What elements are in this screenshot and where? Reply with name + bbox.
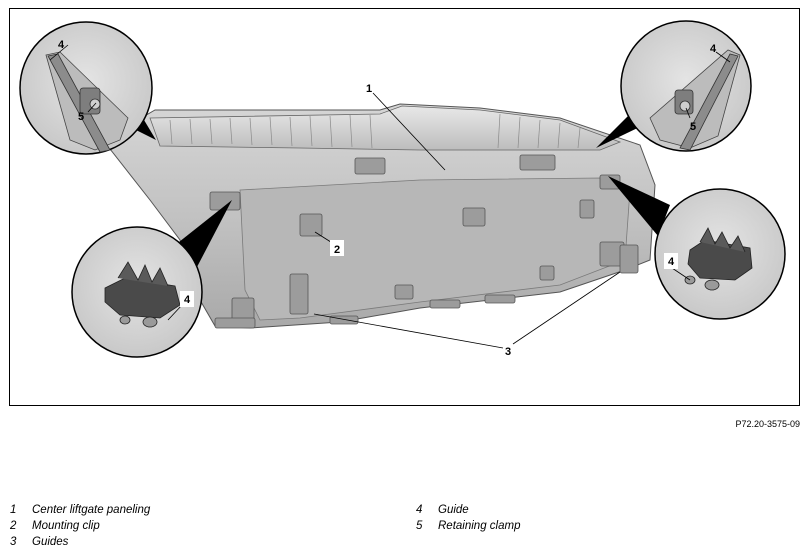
legend-left: 1 Center liftgate paneling 2 Mounting clip… <box>10 502 150 550</box>
callout-4: 4 <box>710 43 717 55</box>
legend-text: Center liftgate paneling <box>32 504 151 516</box>
callout-2: 2 <box>334 244 340 256</box>
detail-inset-top-right: 4 5 <box>620 20 752 152</box>
callout-1: 1 <box>366 83 372 95</box>
leader-lines <box>313 92 621 349</box>
legend-item: 3 Guides <box>10 534 150 550</box>
legend-number: 1 <box>10 504 17 516</box>
callout-5: 5 <box>690 121 696 133</box>
legend-text: Mounting clip <box>32 520 100 532</box>
legend-number: 3 <box>10 536 17 548</box>
legend-text: Guides <box>32 536 69 548</box>
legend-number: 4 <box>416 504 423 516</box>
detail-inset-bottom-right: 4 <box>654 188 786 320</box>
legend-number: 5 <box>416 520 423 532</box>
callout-4: 4 <box>184 294 191 306</box>
legend-item: 5 Retaining clamp <box>416 518 520 534</box>
callout-4: 4 <box>58 39 65 51</box>
callout-2-box <box>330 240 344 256</box>
legend-number: 2 <box>10 520 17 532</box>
legend-text: Retaining clamp <box>438 520 521 532</box>
callout-3: 3 <box>505 346 511 358</box>
legend-text: Guide <box>438 504 469 516</box>
callout-4: 4 <box>668 256 675 268</box>
legend-right: 4 Guide 5 Retaining clamp <box>416 502 520 534</box>
figure-code: P72.20-3575-09 <box>735 419 800 429</box>
legend-item: 1 Center liftgate paneling <box>10 502 150 518</box>
legend-item: 4 Guide <box>416 502 520 518</box>
detail-inset-top-left: 4 5 <box>19 21 153 155</box>
detail-inset-bottom-left: 4 <box>71 226 203 358</box>
legend-item: 2 Mounting clip <box>10 518 150 534</box>
liftgate-panel <box>102 103 656 329</box>
callout-5: 5 <box>78 111 84 123</box>
